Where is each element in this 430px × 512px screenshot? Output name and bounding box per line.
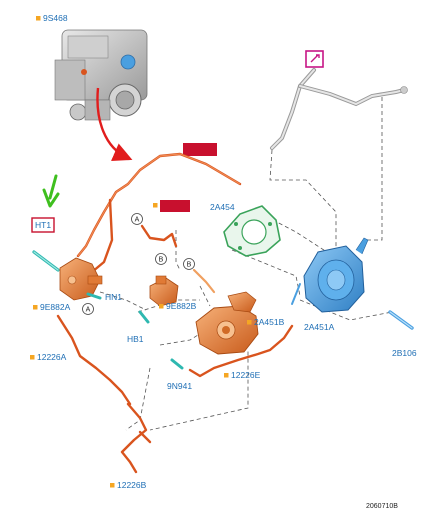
indicator-arrow: [42, 174, 60, 208]
callout-hb1-label: HB1: [127, 334, 144, 344]
callout-12226b: 12226B: [110, 480, 147, 490]
small-bypass-hose: [140, 224, 216, 294]
callout-2a451b: 2A451B: [247, 317, 285, 327]
connector-a-top-label: A: [135, 217, 140, 224]
callout-hn1: HN1: [105, 292, 122, 302]
callout-2a454: 2A454: [210, 202, 235, 212]
temperature-sensor: [32, 250, 60, 272]
callout-2b106-label: 2B106: [392, 348, 417, 358]
callout-2a451b-label: 2A451B: [254, 317, 285, 327]
callout-12226a-label: 12226A: [37, 352, 67, 362]
callout-2a451a: 2A451A: [304, 322, 335, 332]
callout-9s468: 9S468: [36, 13, 68, 23]
connector-a-top: A: [131, 213, 143, 225]
callout-9e882a-label: 9E882A: [40, 302, 71, 312]
bolt-2b106: [388, 310, 414, 330]
callout-9n941-label: 9N941: [167, 381, 192, 391]
thermostat-housing-a: [59, 257, 103, 301]
connector-b-left: B: [155, 253, 167, 265]
highlight-label-ht1: HT1: [31, 217, 55, 233]
engine-illustration: [54, 29, 148, 121]
callout-9s468-label: 9S468: [43, 13, 68, 23]
location-pointer-arrow: [96, 87, 133, 162]
callout-12226e: 12226E: [224, 370, 261, 380]
coolant-pump-housing: [195, 291, 259, 355]
connector-b-right: B: [183, 258, 195, 270]
highlight-callout-top: [183, 143, 217, 156]
callout-12226b-label: 12226B: [117, 480, 147, 490]
bolt-hn1: [86, 292, 102, 300]
reference-number: 2060710B: [366, 503, 398, 510]
coolant-hose-12226b: [120, 402, 152, 474]
service-item-icon: [305, 50, 324, 68]
connector-b-right-label: B: [187, 262, 192, 269]
connector-b-left-label: B: [159, 257, 164, 264]
connector-a-left: A: [82, 303, 94, 315]
coolant-hose-12226e: [188, 324, 294, 378]
callout-9e882a: 9E882A: [33, 302, 71, 312]
vacuum-line: [270, 68, 408, 150]
callout-hb1: HB1: [127, 334, 144, 344]
ht1-label: HT1: [35, 220, 51, 230]
callout-9e882b-label: 9E882B: [166, 301, 197, 311]
bolt-hb1: [138, 310, 150, 324]
sensor-9n941: [170, 358, 184, 370]
callout-9n941: 9N941: [167, 381, 192, 391]
highlight-callout-mid: [153, 200, 190, 212]
callout-2b106: 2B106: [392, 348, 417, 358]
coolant-hose-12226a: [56, 314, 132, 406]
vacuum-pump: [291, 237, 369, 313]
gasket-2a454: [223, 205, 281, 257]
callout-2a451a-label: 2A451A: [304, 322, 335, 332]
thermostat-housing-b: [149, 275, 179, 307]
callout-hn1-label: HN1: [105, 292, 122, 302]
callout-12226a: 12226A: [30, 352, 67, 362]
connector-a-left-label: A: [86, 307, 91, 314]
coolant-hose-upper: [76, 152, 242, 274]
callout-2a454-label: 2A454: [210, 202, 235, 212]
callout-12226e-label: 12226E: [231, 370, 261, 380]
callout-9e882b: 9E882B: [159, 301, 197, 311]
